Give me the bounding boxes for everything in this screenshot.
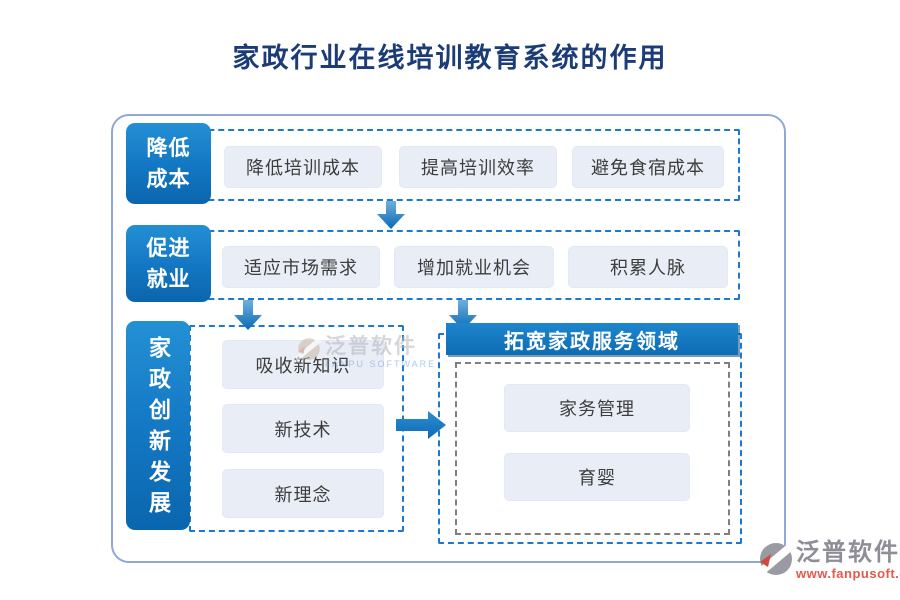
item-infant-care: 育婴	[504, 453, 690, 501]
arrow-down-right-icon	[449, 300, 477, 330]
item-more-job-opportunities: 增加就业机会	[394, 246, 554, 288]
innovation-label: 家政创新发展	[126, 321, 190, 530]
item-new-technology: 新技术	[222, 404, 384, 453]
reduce-cost-label: 降低 成本	[126, 123, 211, 204]
brand-logo: 泛普软件 www.fanpusoft.com	[758, 539, 900, 582]
item-new-concepts: 新理念	[222, 469, 384, 518]
item-meet-market-demand: 适应市场需求	[222, 246, 380, 288]
brand-name: 泛普软件	[796, 539, 900, 566]
item-reduce-training-cost: 降低培训成本	[224, 146, 382, 188]
item-improve-training-efficiency: 提高培训效率	[399, 146, 557, 188]
arrow-right-icon	[396, 411, 446, 439]
expansion-header: 拓宽家政服务领域	[446, 323, 738, 355]
expansion-inner-group	[455, 362, 730, 535]
page-title: 家政行业在线培训教育系统的作用	[232, 43, 668, 73]
diagram-frame	[111, 114, 786, 563]
item-housework-management: 家务管理	[504, 384, 690, 432]
promote-employment-label: 促进 就业	[126, 225, 211, 302]
item-avoid-board-cost: 避免食宿成本	[572, 146, 724, 188]
arrow-down-left-icon	[234, 300, 262, 330]
brand-logo-icon	[758, 540, 794, 578]
brand-url: www.fanpusoft.com	[796, 566, 900, 582]
item-build-connections: 积累人脉	[568, 246, 728, 288]
arrow-down-icon	[377, 201, 405, 229]
item-absorb-new-knowledge: 吸收新知识	[222, 340, 384, 389]
